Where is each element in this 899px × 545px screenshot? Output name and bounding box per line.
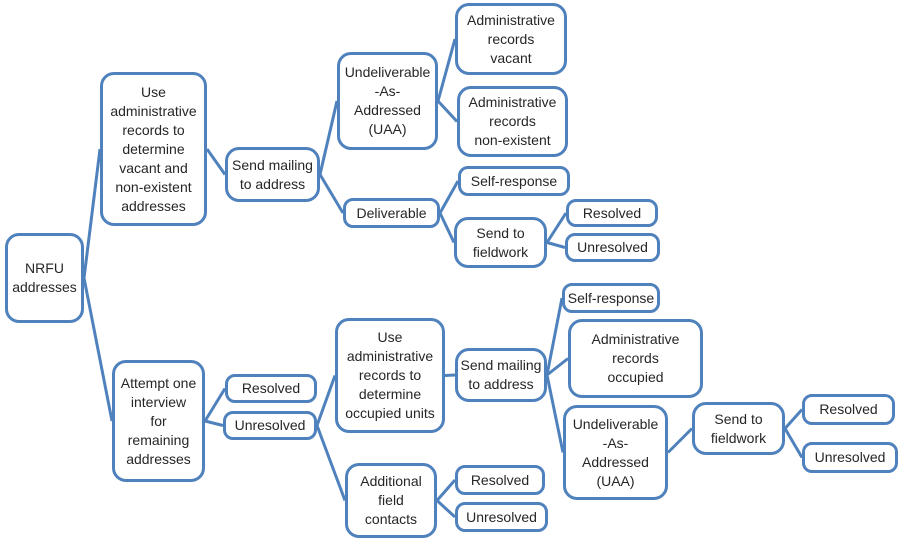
node-resolved-mid: Resolved xyxy=(225,374,317,403)
node-label: Self-response xyxy=(470,172,558,189)
node-label: Undeliverable -As- Addressed (UAA) xyxy=(572,415,659,489)
connector-line xyxy=(438,212,456,244)
connector-line xyxy=(82,277,114,422)
connector-line xyxy=(545,374,565,453)
connector-line xyxy=(666,427,694,454)
connector-line xyxy=(436,99,459,123)
node-label: Additional field contacts xyxy=(360,473,422,527)
connector-line xyxy=(204,419,224,427)
connector-line xyxy=(435,479,457,502)
node-label: Administrative records non-existent xyxy=(468,94,557,148)
node-uaa-bottom: Undeliverable -As- Addressed (UAA) xyxy=(563,405,668,500)
connector-line xyxy=(435,499,457,519)
connector-line xyxy=(436,38,457,102)
node-label: Unresolved xyxy=(466,508,537,525)
node-uaa-top: Undeliverable -As- Addressed (UAA) xyxy=(337,52,438,150)
node-resolved-bottom-mid: Resolved xyxy=(455,465,545,495)
node-unresolved-bottom-mid: Unresolved xyxy=(455,502,548,532)
node-unresolved-bottom-right: Unresolved xyxy=(802,442,898,473)
node-send-mailing-top: Send mailing to address xyxy=(225,147,320,202)
node-admin-records-nonexistent: Administrative records non-existent xyxy=(457,86,568,157)
node-admin-records-vacant: Administrative records vacant xyxy=(455,3,567,75)
node-resolved-bottom-right: Resolved xyxy=(802,394,895,425)
node-label: Send mailing to address xyxy=(232,156,313,192)
node-additional-field-contacts: Additional field contacts xyxy=(345,463,437,538)
node-label: Resolved xyxy=(470,471,530,488)
node-use-admin-occupied: Use administrative records to determine … xyxy=(335,318,445,433)
connector-line xyxy=(444,373,456,377)
node-label: Self-response xyxy=(567,289,655,306)
node-label: Send to fieldwork xyxy=(710,410,767,446)
connector-line xyxy=(318,100,339,175)
node-label: Deliverable xyxy=(356,204,427,221)
node-admin-records-occupied: Administrative records occupied xyxy=(568,319,703,398)
connector-line xyxy=(82,148,102,279)
node-send-fieldwork-top: Send to fieldwork xyxy=(454,217,547,268)
node-unresolved-top: Unresolved xyxy=(565,233,660,262)
connector-line xyxy=(783,408,804,430)
node-label: NRFU addresses xyxy=(12,260,77,295)
connector-line xyxy=(318,173,345,214)
node-label: Resolved xyxy=(582,204,642,221)
connector-line xyxy=(203,387,227,422)
node-self-response-top: Self-response xyxy=(458,166,570,196)
connector-line xyxy=(546,241,566,249)
connector-line xyxy=(546,357,569,377)
node-send-mailing-bottom: Send mailing to address xyxy=(455,348,547,402)
connector-line xyxy=(315,374,337,427)
node-deliverable: Deliverable xyxy=(343,198,440,228)
node-label: Administrative records occupied xyxy=(591,331,680,385)
node-resolved-top: Resolved xyxy=(566,199,658,227)
connector-line xyxy=(315,424,347,502)
node-label: Resolved xyxy=(819,401,878,417)
node-nrfu: NRFU addresses xyxy=(5,233,84,323)
connector-line xyxy=(545,297,564,376)
connector-line xyxy=(205,148,227,176)
connector-line xyxy=(545,212,568,244)
node-label: Unresolved xyxy=(234,417,306,433)
node-label: Send to fieldwork xyxy=(472,224,529,260)
node-label: Send mailing to address xyxy=(460,357,542,392)
node-send-fieldwork-bottom: Send to fieldwork xyxy=(692,402,785,455)
node-label: Undeliverable -As- Addressed (UAA) xyxy=(344,64,431,137)
connector-line xyxy=(783,427,804,459)
node-label: Unresolved xyxy=(577,239,648,255)
node-unresolved-mid: Unresolved xyxy=(223,411,317,440)
node-label: Unresolved xyxy=(814,449,886,465)
node-self-response-bottom: Self-response xyxy=(562,283,660,313)
connector-line xyxy=(438,180,460,214)
node-label: Resolved xyxy=(241,380,301,396)
node-label: Use administrative records to determine … xyxy=(110,83,197,214)
node-label: Use administrative records to determine … xyxy=(345,329,435,421)
node-label: Attempt one interview for remaining addr… xyxy=(120,374,197,467)
node-use-admin-vacant: Use administrative records to determine … xyxy=(100,72,207,226)
node-label: Administrative records vacant xyxy=(467,11,555,66)
node-attempt-one: Attempt one interview for remaining addr… xyxy=(112,360,205,482)
